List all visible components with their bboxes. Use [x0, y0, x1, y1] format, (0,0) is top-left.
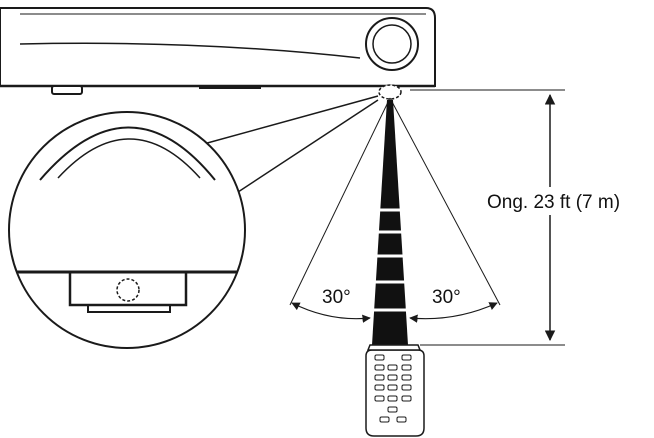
- cone-right-line: [389, 97, 501, 306]
- ir-sensor-detail-icon: [116, 278, 140, 302]
- magnifier-leader-top: [199, 95, 379, 146]
- cone-left-line: [289, 97, 391, 306]
- ir-beam: [370, 100, 410, 345]
- remote-control-icon: [365, 344, 425, 437]
- magnifier-leader-bottom: [231, 99, 379, 197]
- angle-label-left: 30°: [322, 287, 351, 308]
- ir-sensor-icon: [378, 84, 402, 100]
- distance-label: Ong. 23 ft (7 m): [487, 192, 620, 213]
- angle-arc-right: [409, 302, 498, 323]
- magnifier-circle: [8, 111, 246, 349]
- angle-label-right: 30°: [432, 287, 461, 308]
- av-receiver-icon: [0, 7, 436, 100]
- angle-arc-left: [291, 302, 371, 323]
